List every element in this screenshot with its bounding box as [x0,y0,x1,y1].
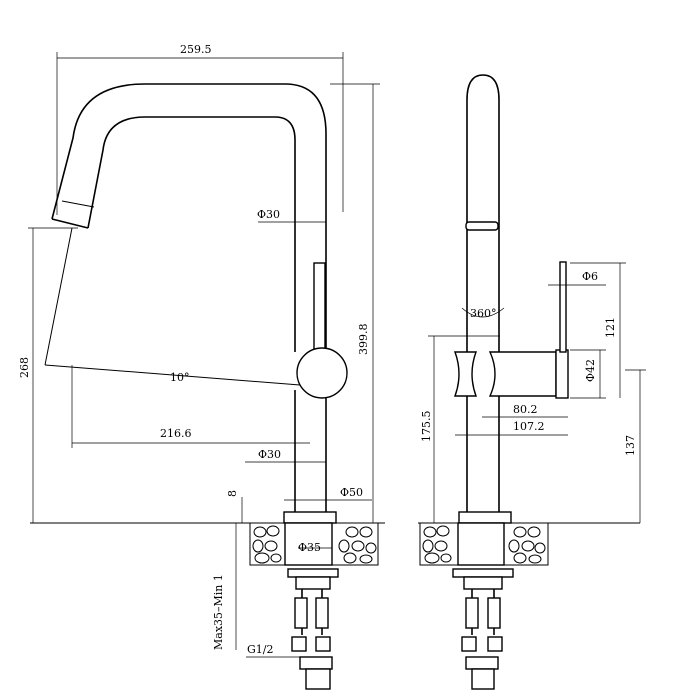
mounting-hardware [287,568,339,690]
spout-diameter-label: Φ30 [257,208,280,221]
side-body-diameter-label: Φ42 [584,359,597,382]
handle-knob [296,347,348,399]
swing-arm [44,227,73,366]
handle-arm [488,351,557,397]
reach-label: 216.6 [160,427,192,440]
handle-length-long-label: 107.2 [513,420,545,433]
width-overall-label: 259.5 [180,43,212,56]
spout-height-label: 268 [18,357,31,378]
base-diameter-label: Φ50 [340,486,363,499]
side-body-outline [466,74,500,512]
handle-center-height-label: 175.5 [420,411,433,443]
side-lever [559,261,567,353]
side-base-flange [458,511,512,524]
spout-inner [87,116,296,352]
hose-thread-label: G1/2 [247,643,274,656]
swing-line [44,364,301,386]
side-mounting-hardware [452,568,514,690]
stone-pattern [252,525,377,564]
handle-length-short-label: 80.2 [513,403,538,416]
handle-cap [555,349,569,399]
spout-outer [51,83,327,352]
front-view: 259.5 399.8 268 Φ30 10° 216.6 Φ30 Φ50 8 [18,43,385,690]
spout-tip [51,218,89,229]
lever-handle [313,262,326,359]
height-overall-label: 399.8 [357,324,370,356]
lever-height-label: 137 [624,435,637,456]
aerator-band [465,221,499,231]
rotation-arc [461,307,505,318]
deck-thickness-label: Max35–Min 1 [212,574,225,650]
mounting-hole [284,522,333,566]
base-flange [283,511,337,524]
side-mounting-hole [457,522,505,566]
side-stone-pattern [422,525,546,564]
aerator-line [61,200,95,208]
handle-height-label: 121 [604,317,617,338]
swing-angle-label: 10° [170,371,190,384]
rotation-label: 360° [470,307,497,320]
side-view: 360° 175.5 80.2 107.2 Φ42 Φ6 121 137 [418,74,646,690]
body-diameter-label: Φ30 [258,448,281,461]
handle-diameter-label: Φ6 [582,270,598,283]
hole-diameter-label: Φ35 [298,541,321,554]
handle-housing [454,351,477,397]
base-thickness-label: 8 [226,490,239,497]
